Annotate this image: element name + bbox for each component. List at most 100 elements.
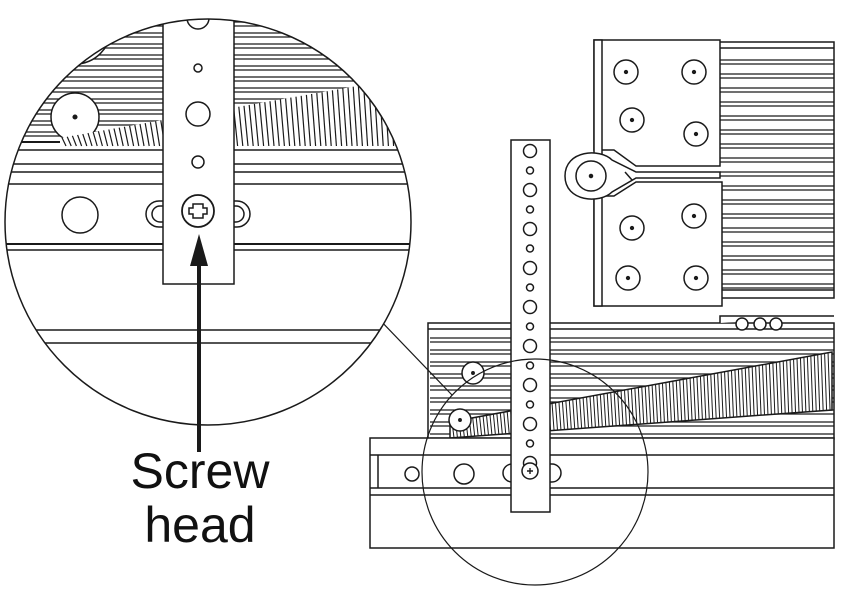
coil-line	[506, 411, 510, 434]
coil-line	[259, 103, 265, 147]
spring-coils	[451, 352, 831, 438]
coil-line	[352, 86, 358, 147]
coil-line	[77, 134, 83, 147]
coil-line	[558, 401, 562, 431]
strap-hole	[186, 19, 210, 30]
coil-line	[269, 101, 275, 147]
coil-line	[472, 417, 476, 437]
coil-line	[717, 372, 721, 419]
coil-line	[606, 393, 610, 427]
coil-line	[311, 93, 317, 147]
callout-line-1: Screw	[130, 443, 270, 499]
strap-hole	[522, 260, 538, 276]
coil-line	[758, 365, 762, 416]
coil-line	[61, 137, 67, 147]
coil-line	[149, 122, 155, 147]
coil-line	[658, 383, 662, 423]
coil-line	[603, 393, 607, 427]
coil-line	[592, 395, 596, 428]
coil-line	[357, 85, 363, 147]
strap-hole	[525, 166, 535, 175]
coil-line	[243, 105, 249, 147]
strap-hole	[525, 205, 535, 214]
coil-line	[108, 129, 114, 147]
coil-line	[71, 135, 77, 147]
strap-hole	[525, 283, 535, 292]
coil-line	[482, 415, 486, 436]
strap-hole	[522, 182, 538, 198]
coil-line	[703, 375, 707, 420]
coil-line	[706, 374, 710, 420]
coil-line	[782, 360, 786, 414]
coil-line	[672, 381, 676, 422]
coil-line	[503, 412, 507, 435]
coil-line	[768, 363, 772, 415]
coil-line	[806, 356, 810, 412]
coil-line	[499, 412, 503, 435]
coil-line	[492, 413, 496, 435]
coil-line	[409, 76, 411, 147]
coil-line	[316, 93, 322, 147]
coil-line	[285, 98, 291, 147]
coil-line	[751, 366, 755, 416]
coil-line	[575, 398, 579, 429]
strap-hole	[525, 400, 535, 409]
coil-line	[347, 87, 353, 147]
coil-line	[399, 78, 405, 147]
coil-line	[489, 414, 493, 436]
coil-line	[274, 100, 280, 147]
strap-hole	[191, 155, 205, 169]
bolt-center	[629, 225, 635, 231]
coil-line	[813, 355, 817, 412]
screw-head-label: Screw head	[70, 444, 330, 552]
coil-line	[699, 376, 703, 420]
magnified-strap-holes	[185, 19, 211, 263]
coil-line	[87, 132, 93, 147]
coil-line	[789, 359, 793, 414]
coil-line	[118, 127, 124, 147]
coil-line	[144, 122, 150, 147]
callout-arrow	[190, 234, 208, 452]
coil-line	[693, 377, 696, 421]
coil-line	[290, 97, 296, 147]
coil-line	[799, 357, 803, 413]
strap-hole	[522, 377, 538, 393]
bolt-center	[623, 69, 629, 75]
coil-line	[655, 384, 659, 423]
coil-line	[737, 369, 741, 417]
coil-line	[321, 92, 327, 147]
magnified-view	[4, 18, 412, 426]
coil-line	[589, 396, 593, 428]
coil-line	[630, 388, 634, 425]
coil-line	[139, 123, 145, 147]
upper-unit-ribs	[720, 59, 834, 289]
coil-line	[92, 132, 98, 147]
coil-line	[496, 413, 500, 435]
phillips-screw-head-icon	[181, 194, 215, 228]
coil-line	[779, 361, 783, 414]
strap-hole	[522, 338, 538, 354]
coil-line	[617, 391, 621, 426]
bolt-center	[693, 275, 699, 281]
small-screw-head-icon	[521, 462, 539, 480]
coil-line	[827, 352, 831, 411]
coil-line	[561, 401, 565, 430]
strap-hole	[522, 221, 538, 237]
coil-line	[786, 360, 790, 414]
strap-hole	[522, 143, 538, 159]
coil-line	[568, 400, 572, 430]
strap-hole	[522, 299, 538, 315]
coil-line	[810, 355, 814, 412]
bolt-center	[629, 117, 635, 123]
coil-line	[300, 95, 306, 147]
coil-line	[730, 370, 734, 418]
coil-line	[793, 359, 797, 413]
magnifier-circle	[4, 18, 412, 426]
coil-line	[572, 399, 576, 430]
coil-line	[644, 386, 648, 424]
coil-line	[363, 84, 369, 147]
coil-line	[748, 367, 752, 417]
coil-line	[555, 402, 558, 431]
